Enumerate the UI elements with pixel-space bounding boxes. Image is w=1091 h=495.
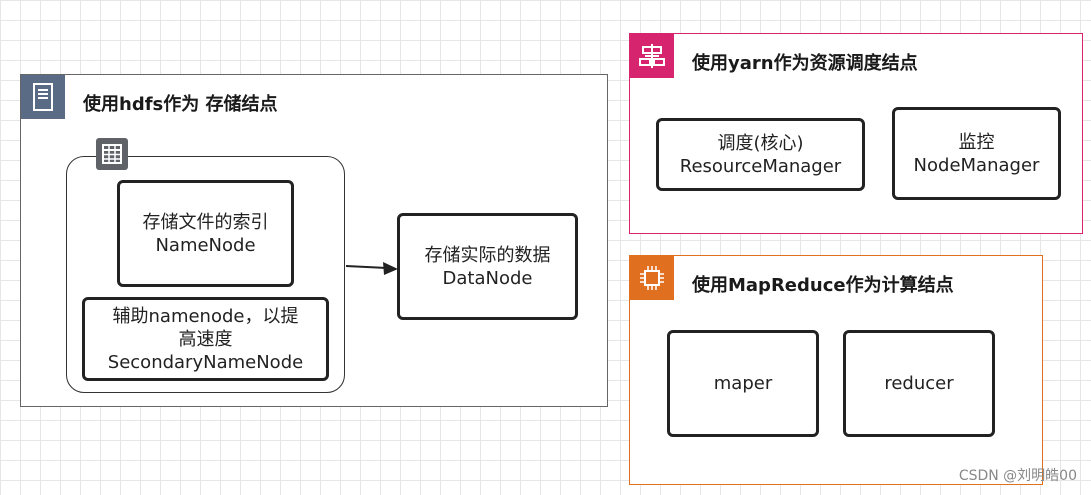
chip-icon	[640, 266, 664, 290]
mapreduce-title: 使用MapReduce作为计算结点	[692, 275, 954, 296]
reducer-label: reducer	[884, 373, 954, 394]
namenode-line1: 存储文件的索引	[142, 211, 269, 233]
hdfs-badge	[21, 75, 65, 119]
node-manager-line1: 监控	[958, 131, 995, 153]
yarn-title: 使用yarn作为资源调度结点	[692, 53, 918, 74]
datanode-box: 存储实际的数据 DataNode	[397, 213, 578, 320]
workflow-icon	[639, 44, 665, 68]
namenode-line2: NameNode	[155, 234, 256, 256]
mapper-box: maper	[667, 330, 819, 437]
node-manager-line2: NodeManager	[913, 154, 1040, 176]
resource-manager-line2: ResourceManager	[679, 155, 842, 177]
mapper-label: maper	[713, 373, 773, 394]
namenode-box: 存储文件的索引 NameNode	[117, 180, 294, 287]
datanode-line2: DataNode	[442, 267, 533, 289]
hdfs-title: 使用hdfs作为 存储结点	[83, 94, 278, 115]
table-icon	[96, 138, 128, 170]
resource-manager-box: 调度(核心) ResourceManager	[656, 118, 865, 191]
resource-manager-line1: 调度(核心)	[717, 132, 804, 154]
node-manager-box: 监控 NodeManager	[892, 107, 1061, 200]
secondary-line1: 辅助namenode，以提	[112, 305, 299, 327]
server-icon	[33, 83, 53, 111]
yarn-badge	[630, 34, 674, 78]
datanode-line1: 存储实际的数据	[424, 244, 551, 266]
reducer-box: reducer	[843, 330, 995, 437]
watermark: CSDN @刘明皓00	[958, 468, 1077, 484]
mapreduce-badge	[630, 256, 674, 300]
secondary-namenode-box: 辅助namenode，以提 高速度 SecondaryNameNode	[82, 297, 329, 381]
secondary-line3: SecondaryNameNode	[107, 351, 304, 373]
secondary-line2: 高速度	[178, 328, 233, 350]
